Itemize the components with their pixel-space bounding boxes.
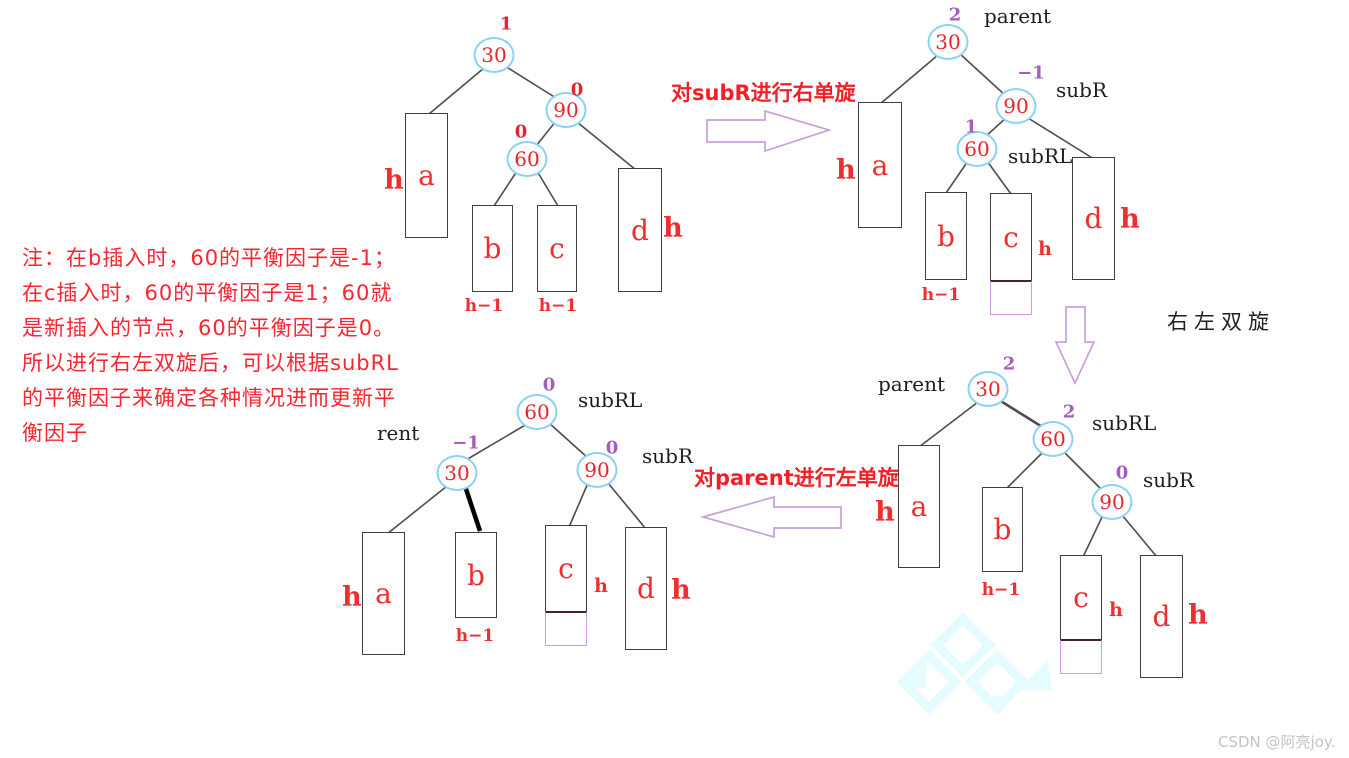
annotation-line: 注：在b插入时，60的平衡因子是-1； bbox=[22, 246, 396, 270]
tree-edge bbox=[984, 116, 1008, 138]
double-rotation-arrow-label: 右左双旋 bbox=[1167, 310, 1275, 334]
tree-edge bbox=[428, 67, 485, 115]
tree-edge bbox=[986, 160, 1012, 195]
watermark-logo-triangle bbox=[902, 664, 926, 688]
tree-edge bbox=[918, 401, 979, 448]
watermark-text: CSDN @阿亮joy. bbox=[1218, 733, 1336, 751]
tree-edge bbox=[568, 482, 589, 528]
annotation-line: 的平衡因子来确定各种情况进而更新平 bbox=[22, 386, 396, 410]
tree-edge bbox=[462, 485, 483, 532]
watermark-logo-diamond bbox=[896, 649, 962, 715]
tree-edge bbox=[493, 170, 518, 207]
tree-edge bbox=[945, 160, 969, 194]
right-single-rotation-arrow bbox=[706, 109, 832, 153]
watermark-logo-triangle bbox=[985, 696, 1013, 714]
left-single-rotation-arrow-label: 对parent进行左单旋 bbox=[694, 466, 899, 490]
annotation-text: 注：在b插入时，60的平衡因子是-1； 在c插入时，60的平衡因子是1；60就是新… bbox=[22, 241, 399, 451]
annotation-line: 在c插入时，60的平衡因子是1；60就 bbox=[22, 281, 393, 305]
tree-edge bbox=[1005, 451, 1044, 490]
tree-edge bbox=[1027, 117, 1095, 160]
tree-edge bbox=[504, 65, 557, 99]
watermark-logo-triangle bbox=[1018, 660, 1052, 690]
watermark-logo-diamond bbox=[930, 612, 996, 678]
tree-edge bbox=[1082, 514, 1104, 558]
annotation-line: 是新插入的节点，60的平衡因子是0。 bbox=[22, 316, 396, 340]
tree-edge bbox=[998, 398, 1045, 430]
tree-edge bbox=[548, 422, 589, 459]
left-single-rotation-arrow bbox=[699, 495, 842, 539]
tree-edge bbox=[386, 485, 448, 535]
double-rotation-arrow bbox=[1054, 306, 1096, 386]
tree-edge bbox=[576, 121, 637, 171]
tree-edge bbox=[879, 54, 939, 105]
tree-edge bbox=[536, 170, 559, 207]
annotation-line: 衡因子 bbox=[22, 421, 88, 445]
tree-edge bbox=[958, 52, 1007, 97]
tree-edge bbox=[535, 120, 557, 147]
tree-edge bbox=[1063, 451, 1103, 491]
tree-edge bbox=[1121, 514, 1158, 558]
tree-edge bbox=[465, 423, 528, 461]
tree-edge bbox=[607, 482, 647, 530]
annotation-line: 所以进行右左双旋后，可以根据subRL bbox=[22, 351, 399, 375]
right-single-rotation-arrow-label: 对subR进行右单旋 bbox=[671, 81, 856, 105]
